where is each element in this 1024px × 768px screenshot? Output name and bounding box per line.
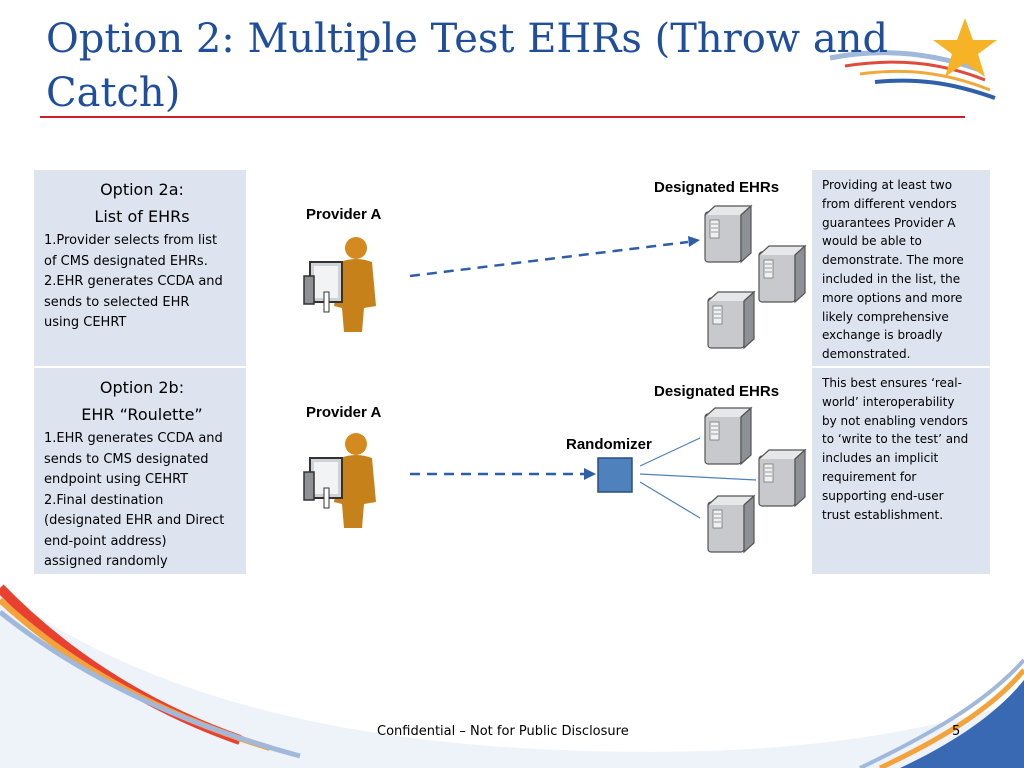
server-icon [758,245,806,303]
rationale-line: from different vendors [822,196,957,211]
randomizer-box-icon [597,457,633,493]
person-at-computer-icon [303,432,377,529]
rationale-line: would be able to [822,234,922,249]
rationale-line: Providing at least two [822,178,953,192]
rationale-line: trust establishment. [822,507,944,522]
rationale-line: world’ interoperability [822,394,955,409]
server-icon [704,407,752,465]
rationale-line: includes an implicit [822,451,939,466]
option-2b-rationale: This best ensures ‘real- world’ interope… [812,368,990,574]
option-2b-diagram: Provider A Designated EHRs Randomizer [248,368,810,574]
person-at-computer-icon [303,236,377,333]
option-2a-line: sends to selected EHR [44,294,190,310]
rationale-line: demonstrated. [822,347,911,362]
rationale-line: by not enabling vendors [822,413,968,428]
option-2a-rationale: Providing at least two from different ve… [812,170,990,366]
option-2b-line: (designated EHR and Direct [44,513,225,528]
page-number: 5 [952,724,961,739]
randomizer-label: Randomizer [566,436,652,453]
rationale-line: supporting end-user [822,488,944,503]
option-2b-description: Option 2b: EHR “Roulette” 1.EHR generate… [34,368,246,574]
option-2a-line: using CEHRT [44,315,127,330]
provider-a-label: Provider A [306,404,382,421]
slide-title-line-2: Catch) [46,70,181,116]
rationale-line: to ‘write to the test’ and [822,432,969,447]
dashed-arrow [409,240,689,278]
confidentiality-footer: Confidential – Not for Public Disclosure [377,724,629,739]
rationale-line: This best ensures ‘real- [822,376,962,390]
options-table: Option 2a: List of EHRs 1.Provider selec… [34,170,990,576]
rationale-line: demonstrate. The more [822,253,964,268]
arrowhead [688,236,700,247]
designated-ehrs-label: Designated EHRs [654,383,780,400]
route-line [639,473,757,481]
option-2a-diagram: Provider A Designated EHRs [248,170,810,366]
option-2a-heading: Option 2a: [100,180,184,199]
option-2a-subheading: List of EHRs [94,207,190,226]
rationale-line: requirement for [822,469,917,484]
rationale-line: more options and more [822,290,963,305]
rationale-line: guarantees Provider A [822,215,956,230]
server-icon [758,449,806,507]
slide-title: Option 2: Multiple Test EHRs (Throw and … [46,12,946,120]
designated-ehrs-label: Designated EHRs [654,179,780,196]
option-2b-line: assigned randomly [44,554,168,569]
option-2b-line: end-point address) [44,533,167,549]
rationale-line: included in the list, the [822,271,961,286]
option-2a-line: 1.Provider selects from list [44,233,218,248]
option-2a-line: 2.EHR generates CCDA and [44,274,223,289]
server-icon [704,205,752,263]
server-icon [707,495,755,553]
arrowhead [584,468,596,480]
option-2b-line: 2.Final destination [44,492,164,508]
option-2b-line: 1.EHR generates CCDA and [44,431,223,446]
slide-title-line-1: Option 2: Multiple Test EHRs (Throw and [46,16,889,62]
provider-a-label: Provider A [306,206,382,223]
star-icon [933,18,997,77]
rationale-line: exchange is broadly [822,328,943,343]
option-2b-line: sends to CMS designated [44,451,209,467]
option-2b-heading: Option 2b: [99,378,185,397]
rationale-line: likely comprehensive [822,309,949,324]
option-2a-line: of CMS designated EHRs. [44,253,208,269]
server-icon [707,291,755,349]
route-line [639,481,701,519]
title-underline [40,116,965,118]
option-2a-description: Option 2a: List of EHRs 1.Provider selec… [34,170,246,366]
route-line [639,437,701,467]
option-2b-subheading: EHR “Roulette” [81,405,203,424]
option-2b-line: endpoint using CEHRT [44,472,189,487]
